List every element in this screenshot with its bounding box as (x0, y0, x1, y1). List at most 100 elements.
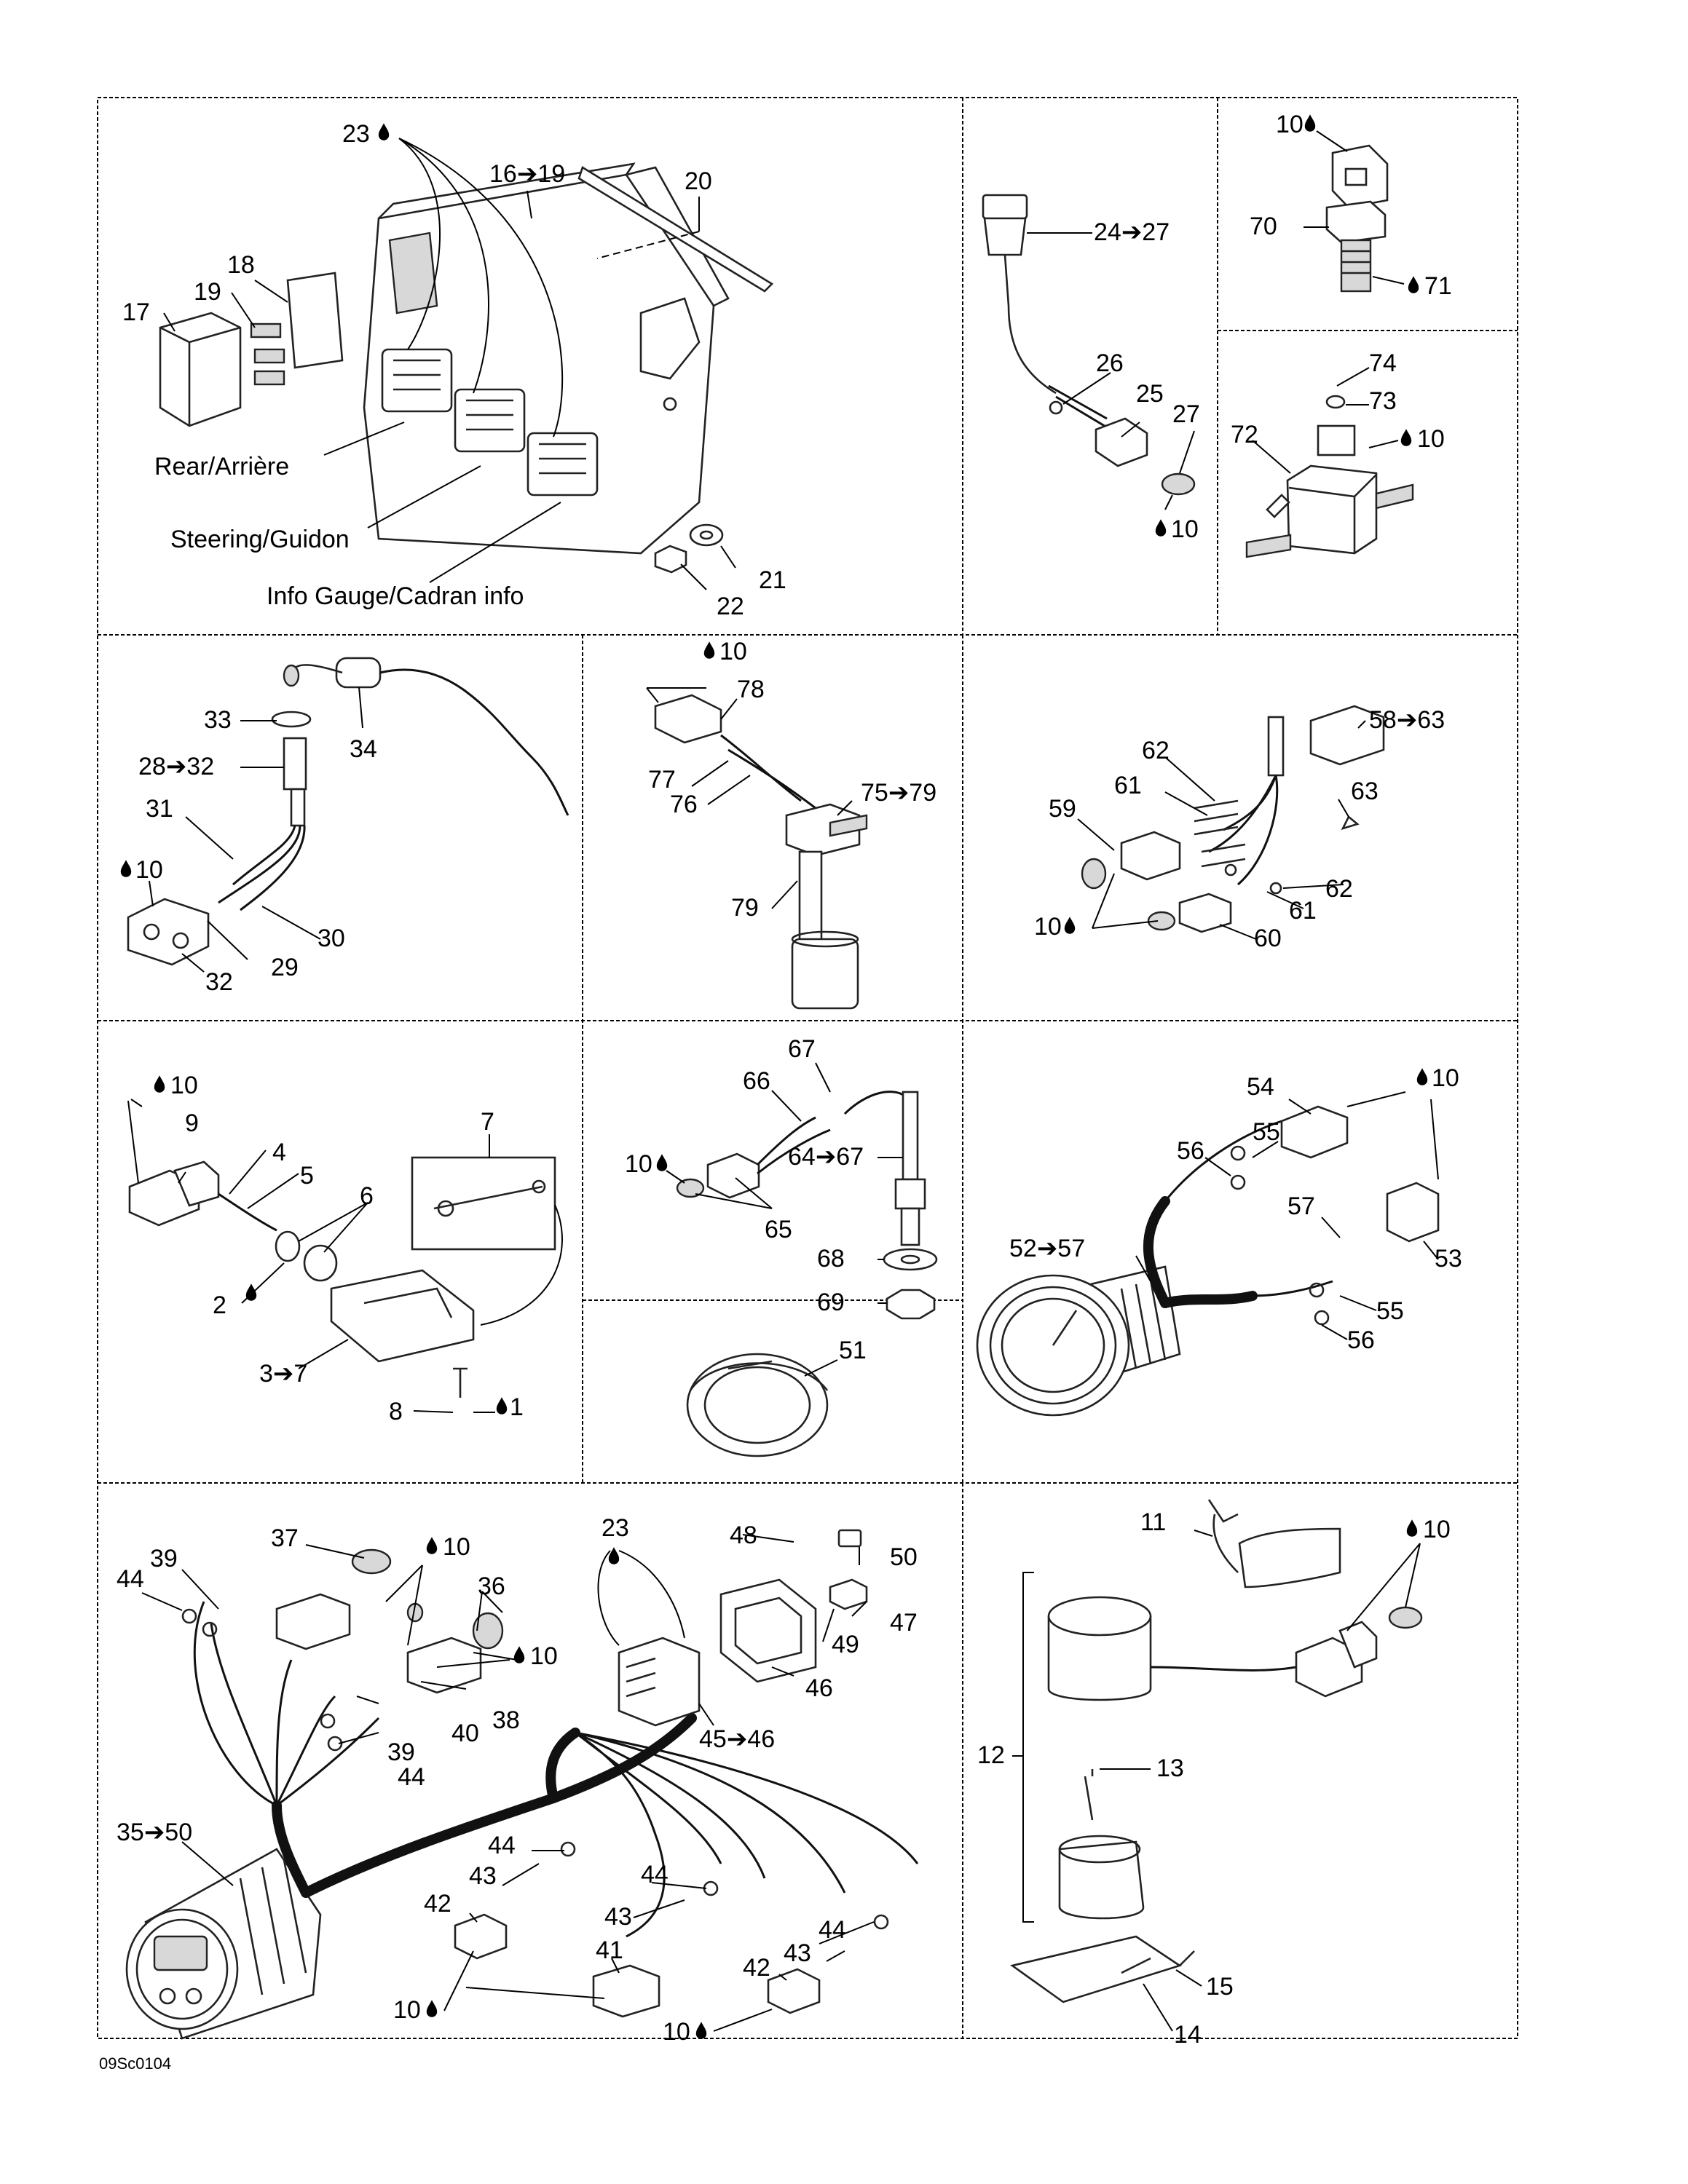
switch-leaders (1304, 130, 1405, 285)
callout-52-57: 52➔57 (1009, 1235, 1085, 1262)
callout-79: 79 (731, 894, 759, 922)
module-labels: 23 16➔19 20 18 19 17 Rear/Arrière Steeri… (122, 120, 786, 620)
callout-44: 44 (819, 1916, 846, 1944)
callout-15: 15 (1206, 1973, 1234, 2001)
callout-44: 44 (488, 1832, 516, 1859)
callout-49: 49 (832, 1631, 859, 1658)
panel-speedometer: 54 10 55 56 57 52➔57 53 55 56 (976, 1064, 1462, 1417)
callout-64-67: 64➔67 (788, 1143, 864, 1171)
callout-34: 34 (350, 735, 377, 763)
nut-washer-illustration (654, 523, 724, 574)
callout-10: 10 (530, 1642, 558, 1670)
drop-icon (1400, 429, 1412, 446)
drop-icon (703, 641, 715, 659)
water-temp-leaders (666, 1062, 903, 1304)
panel-solenoid: 74 73 72 10 (1231, 349, 1445, 558)
callout-37: 37 (271, 1524, 299, 1552)
callout-10: 10 (1276, 111, 1304, 138)
callout-6: 6 (360, 1182, 374, 1210)
callout-2: 2 (213, 1291, 226, 1319)
drop-icon (120, 860, 132, 877)
callout-24-27: 24➔27 (1094, 218, 1170, 246)
buzzer-illustration (1009, 1499, 1423, 2003)
callout-56: 56 (1177, 1137, 1204, 1165)
caption-info-gauge: Info Gauge/Cadran info (267, 582, 524, 610)
callout-69: 69 (817, 1289, 845, 1316)
callout-68: 68 (817, 1245, 845, 1273)
callout-60: 60 (1254, 925, 1282, 952)
callout-62: 62 (1142, 737, 1170, 764)
fuel-sender-labels: 10 78 77 76 75➔79 79 (648, 638, 936, 922)
callout-61: 61 (1114, 772, 1142, 799)
sensor-leaders (1027, 232, 1195, 510)
callout-9: 9 (185, 1109, 199, 1137)
callout-61: 61 (1289, 897, 1317, 925)
drop-icon (1406, 1519, 1418, 1537)
callout-12: 12 (977, 1741, 1005, 1769)
fuse-box-illustration (159, 272, 344, 427)
callout-27: 27 (1172, 400, 1200, 428)
callout-39: 39 (150, 1545, 178, 1572)
gauge-nut-illustration (686, 1353, 838, 1457)
callout-56: 56 (1347, 1326, 1375, 1354)
panel-trim-sender: 10 9 4 5 6 7 2 3➔7 8 1 (127, 1072, 563, 1425)
callout-16-19: 16➔19 (489, 160, 565, 188)
callout-63: 63 (1351, 778, 1379, 805)
callout-26: 26 (1096, 349, 1124, 377)
buzzer-labels: 11 10 12 13 15 14 (977, 1508, 1451, 2049)
switch-illustration (1325, 144, 1389, 293)
caption-steering: Steering/Guidon (170, 526, 350, 553)
callout-71: 71 (1424, 272, 1452, 300)
callout-58-63: 58➔63 (1369, 706, 1445, 734)
speedometer-labels: 54 10 55 56 57 52➔57 53 55 56 (1009, 1064, 1462, 1354)
callout-44: 44 (117, 1565, 144, 1593)
drop-icon (426, 2000, 438, 2017)
callout-36: 36 (478, 1572, 505, 1600)
callout-28-32: 28➔32 (138, 753, 214, 780)
callout-5: 5 (300, 1162, 314, 1190)
panel-fuel-sender: 10 78 77 76 75➔79 79 (646, 638, 936, 1010)
callout-55: 55 (1376, 1297, 1404, 1325)
callout-57: 57 (1287, 1192, 1315, 1220)
callout-31: 31 (146, 795, 173, 823)
callout-29: 29 (271, 954, 299, 981)
harness-labels: 37 39 44 10 36 10 38 40 39 44 23 48 50 4… (117, 1514, 918, 2046)
callout-13: 13 (1156, 1754, 1184, 1782)
sensor-illustration (982, 194, 1196, 496)
callout-11: 11 (1140, 1508, 1166, 1536)
drop-icon (1304, 114, 1316, 132)
drop-icon (608, 1547, 620, 1564)
callout-10: 10 (719, 638, 747, 665)
speedometer-illustration (976, 1105, 1440, 1417)
drop-icon (426, 1537, 438, 1554)
callout-51: 51 (839, 1337, 867, 1364)
callout-43: 43 (784, 1939, 811, 1967)
callout-40: 40 (451, 1720, 479, 1747)
callout-73: 73 (1369, 387, 1397, 415)
callout-10: 10 (1034, 913, 1062, 941)
drop-icon (245, 1283, 257, 1301)
callout-53: 53 (1435, 1245, 1462, 1273)
callout-32: 32 (205, 968, 233, 996)
callout-62: 62 (1325, 875, 1353, 903)
callout-21: 21 (759, 566, 786, 594)
callout-10: 10 (170, 1072, 198, 1099)
callout-10: 10 (135, 856, 163, 884)
switch-labels: 10 70 71 (1250, 111, 1452, 300)
callout-76: 76 (670, 791, 698, 818)
callout-14: 14 (1174, 2021, 1202, 2049)
dess-illustration (127, 657, 569, 966)
callout-44: 44 (641, 1861, 669, 1888)
callout-48: 48 (730, 1522, 757, 1549)
panel-frames (97, 97, 1518, 2039)
callout-3-7: 3➔7 (259, 1360, 307, 1388)
fuel-sender-illustration (654, 694, 868, 1010)
callout-44: 44 (398, 1763, 425, 1791)
callout-78: 78 (737, 676, 765, 703)
callout-39: 39 (387, 1738, 415, 1766)
callout-4: 4 (272, 1139, 286, 1166)
callout-10: 10 (1423, 1516, 1451, 1543)
drop-icon (1408, 276, 1419, 293)
harness-leaders (141, 1534, 875, 2032)
